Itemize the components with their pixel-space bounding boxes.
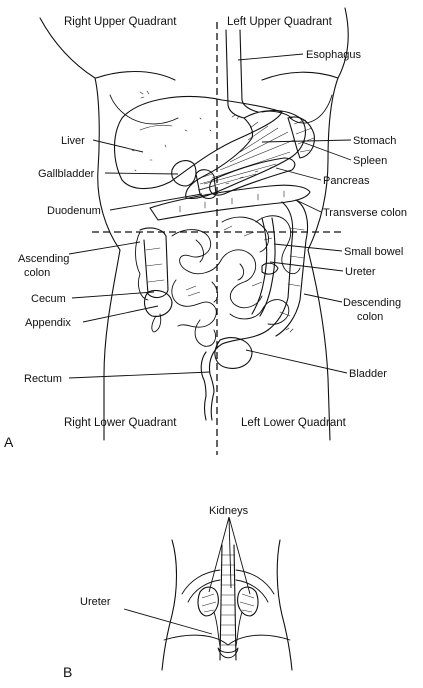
label-cecum: Cecum (31, 293, 66, 305)
label-duodenum: Duodenum (47, 205, 101, 217)
spine (219, 544, 237, 661)
kidney-right (197, 586, 219, 617)
quadrant-left-lower: Left Lower Quadrant (241, 417, 347, 429)
appendix-organ (151, 313, 162, 333)
label-small-bowel: Small bowel (344, 246, 403, 258)
quadrant-lines (92, 22, 342, 455)
quadrant-right-lower: Right Lower Quadrant (64, 417, 177, 429)
esophagus-organ (225, 29, 259, 119)
panel-label-b: B (63, 664, 72, 680)
rectum-organ (200, 329, 269, 421)
label-ureter-a: Ureter (345, 266, 376, 278)
label-descending-colon-1: Descending (343, 297, 401, 309)
label-transverse-colon: Transverse colon (323, 207, 407, 219)
ascending-colon-organ (135, 227, 169, 301)
cecum-organ (143, 289, 173, 317)
label-spleen: Spleen (353, 155, 387, 167)
quadrant-left-upper: Left Upper Quadrant (227, 16, 333, 28)
bladder-organ (194, 319, 253, 369)
label-ascending-colon-2: colon (24, 267, 50, 279)
kidney-left (237, 586, 259, 617)
quadrant-right-upper: Right Upper Quadrant (64, 16, 177, 28)
leader-lines-b (123, 516, 251, 635)
label-liver: Liver (61, 135, 85, 147)
transverse-colon-organ (149, 184, 311, 221)
ureter-a-organ (251, 217, 279, 317)
ureters-b (213, 611, 243, 659)
label-esophagus: Esophagus (306, 49, 362, 61)
label-ascending-colon-1: Ascending (18, 253, 69, 265)
label-gallbladder: Gallbladder (38, 168, 95, 180)
label-rectum: Rectum (24, 373, 62, 385)
ribs (181, 569, 275, 603)
liver-organ (114, 96, 283, 190)
gallbladder-organ (171, 160, 197, 187)
duodenum-organ (195, 169, 217, 200)
label-stomach: Stomach (353, 135, 396, 147)
label-kidneys: Kidneys (209, 505, 249, 517)
label-bladder: Bladder (349, 368, 387, 380)
panel-label-a: A (4, 434, 14, 450)
leader-lines-a (68, 53, 352, 379)
label-appendix: Appendix (25, 317, 71, 329)
label-pancreas: Pancreas (323, 175, 370, 187)
label-ureter-b: Ureter (80, 596, 111, 608)
descending-colon-organ (267, 199, 309, 337)
label-descending-colon-2: colon (357, 311, 383, 323)
torso-outline (39, 7, 349, 441)
